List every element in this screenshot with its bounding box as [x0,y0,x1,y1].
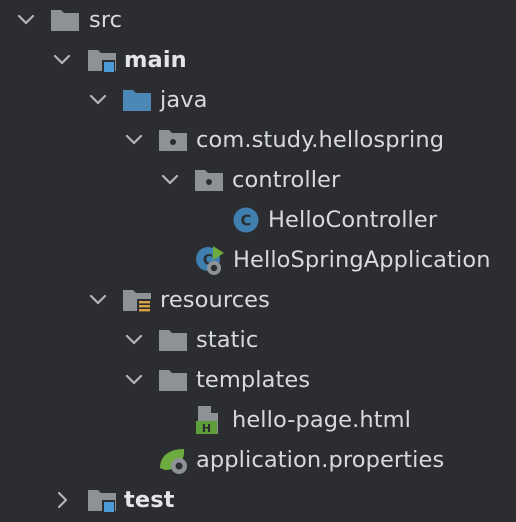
chevron-down-icon[interactable] [14,8,38,32]
tree-item-hellospringapplication[interactable]: C HelloSpringApplication [0,240,516,280]
package-icon [195,170,223,191]
svg-text:C: C [240,212,251,230]
spring-boot-application-icon: C [196,246,224,275]
tree-item-main[interactable]: main [0,40,516,80]
source-root-folder-icon [88,50,116,73]
chevron-down-icon[interactable] [122,128,146,152]
tree-item-label: com.study.hellospring [196,127,445,153]
spring-properties-icon [160,449,187,474]
tree-item-templates[interactable]: templates [0,360,516,400]
chevron-right-icon[interactable] [50,488,74,512]
tree-item-package-com-study-hellospring[interactable]: com.study.hellospring [0,120,516,160]
tree-item-label: java [160,87,208,113]
tree-item-resources[interactable]: resources [0,280,516,320]
package-icon [159,130,187,151]
chevron-down-icon[interactable] [86,288,110,312]
chevron-down-icon[interactable] [122,328,146,352]
tree-item-label: templates [196,367,311,393]
tree-item-label: main [124,47,187,73]
html-file-icon: H [196,406,218,435]
chevron-down-icon[interactable] [50,48,74,72]
tree-item-test[interactable]: test [0,480,516,520]
tree-item-hello-page-html[interactable]: H hello-page.html [0,400,516,440]
tree-item-static[interactable]: static [0,320,516,360]
tree-item-label: static [196,327,259,353]
tree-item-application-properties[interactable]: application.properties [0,440,516,480]
chevron-down-icon[interactable] [158,168,182,192]
sources-folder-icon [123,90,151,111]
folder-icon [159,370,187,391]
chevron-down-icon[interactable] [86,88,110,112]
resources-folder-icon [123,290,151,314]
tree-item-hellocontroller[interactable]: C HelloController [0,200,516,240]
tree-item-label: application.properties [196,447,445,473]
tree-item-package-controller[interactable]: controller [0,160,516,200]
source-root-folder-icon [88,490,116,513]
tree-item-java[interactable]: java [0,80,516,120]
tree-item-label: hello-page.html [232,407,412,433]
tree-item-label: HelloSpringApplication [233,247,491,273]
svg-text:C: C [203,253,213,269]
folder-icon [51,10,79,31]
svg-text:H: H [202,422,211,435]
tree-item-src[interactable]: src [0,0,516,40]
tree-item-label: test [124,487,175,513]
folder-icon [159,330,187,351]
tree-item-label: controller [232,167,341,193]
chevron-down-icon[interactable] [122,368,146,392]
tree-item-label: src [89,7,123,33]
java-class-icon: C [233,207,259,233]
tree-item-label: resources [160,287,270,313]
tree-item-label: HelloController [268,207,438,233]
